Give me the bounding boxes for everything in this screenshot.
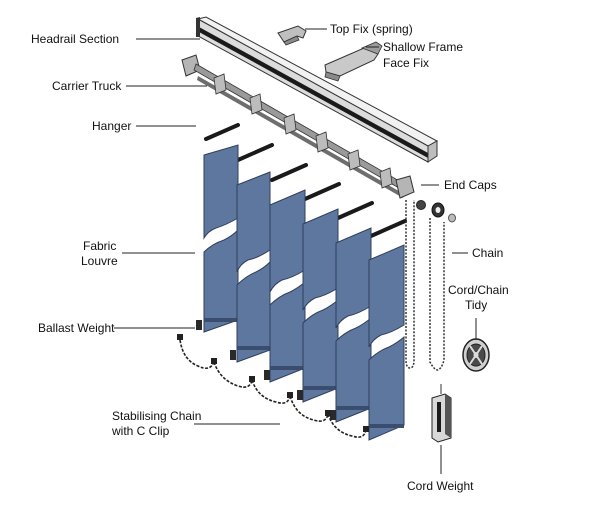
top-fix-bracket bbox=[277, 25, 307, 46]
carrier-truck bbox=[283, 113, 297, 135]
label-shallow-frame-line1: Shallow Frame bbox=[383, 40, 463, 54]
label-stabilising-line1: Stabilising Chain bbox=[112, 409, 201, 423]
carrier-truck bbox=[249, 93, 263, 115]
fabric-louvre bbox=[368, 244, 405, 441]
hanger bbox=[303, 182, 341, 201]
ballast-weight bbox=[196, 320, 202, 330]
c-clip bbox=[211, 358, 217, 364]
label-chain: Chain bbox=[472, 246, 503, 260]
label-fabric-louvre-line1: Fabric bbox=[83, 239, 116, 253]
leader-lines bbox=[114, 28, 477, 474]
hanger bbox=[236, 143, 274, 162]
label-shallow-frame-line2: Face Fix bbox=[383, 56, 429, 70]
ballast-weight bbox=[297, 390, 303, 400]
hanger bbox=[336, 201, 374, 220]
label-ballast-weight: Ballast Weight bbox=[38, 321, 115, 335]
hanger bbox=[270, 163, 308, 182]
chain bbox=[405, 200, 445, 371]
carrier-truck bbox=[379, 167, 393, 189]
ballast-weight bbox=[230, 350, 236, 360]
ballast-weight bbox=[330, 410, 336, 420]
c-clip bbox=[363, 426, 369, 432]
label-cord-weight: Cord Weight bbox=[407, 479, 474, 493]
ballast-weights bbox=[196, 320, 336, 420]
label-stabilising-line2: with C Clip bbox=[111, 424, 170, 438]
fabric-louvre bbox=[269, 189, 306, 383]
fabric-louvres bbox=[203, 144, 405, 441]
fabric-louvre bbox=[302, 208, 339, 403]
c-clip bbox=[249, 376, 255, 382]
cord-chain-tidy bbox=[462, 338, 490, 372]
c-clip bbox=[177, 334, 183, 340]
stabilising-chain bbox=[179, 339, 367, 438]
ballast-weight bbox=[264, 370, 270, 380]
carrier-truck bbox=[213, 73, 227, 95]
label-hanger: Hanger bbox=[92, 119, 131, 133]
labels: Headrail Section Top Fix (spring) Shallo… bbox=[31, 22, 509, 493]
fabric-louvre bbox=[203, 144, 239, 333]
shallow-frame-face-fix-bracket bbox=[324, 41, 383, 82]
fabric-louvre bbox=[335, 227, 372, 423]
carrier-track bbox=[181, 54, 415, 199]
carrier-truck bbox=[347, 149, 361, 171]
label-fabric-louvre-line2: Louvre bbox=[81, 254, 118, 268]
c-clip bbox=[287, 392, 293, 398]
headrail bbox=[196, 16, 439, 163]
carrier-truck bbox=[315, 131, 329, 153]
label-carrier-truck: Carrier Truck bbox=[52, 79, 122, 93]
label-tidy-line2: Tidy bbox=[465, 298, 487, 312]
c-clip bbox=[325, 410, 331, 416]
hangers bbox=[204, 123, 407, 238]
end-caps bbox=[416, 200, 456, 223]
label-headrail-section: Headrail Section bbox=[31, 32, 119, 46]
c-clips bbox=[177, 334, 369, 432]
label-end-caps: End Caps bbox=[444, 178, 497, 192]
hanger bbox=[204, 123, 240, 141]
label-top-fix: Top Fix (spring) bbox=[330, 22, 413, 36]
cord-weight bbox=[431, 384, 452, 443]
label-tidy-line1: Cord/Chain bbox=[448, 283, 509, 297]
hanger bbox=[369, 219, 407, 238]
fabric-louvre bbox=[236, 171, 271, 363]
